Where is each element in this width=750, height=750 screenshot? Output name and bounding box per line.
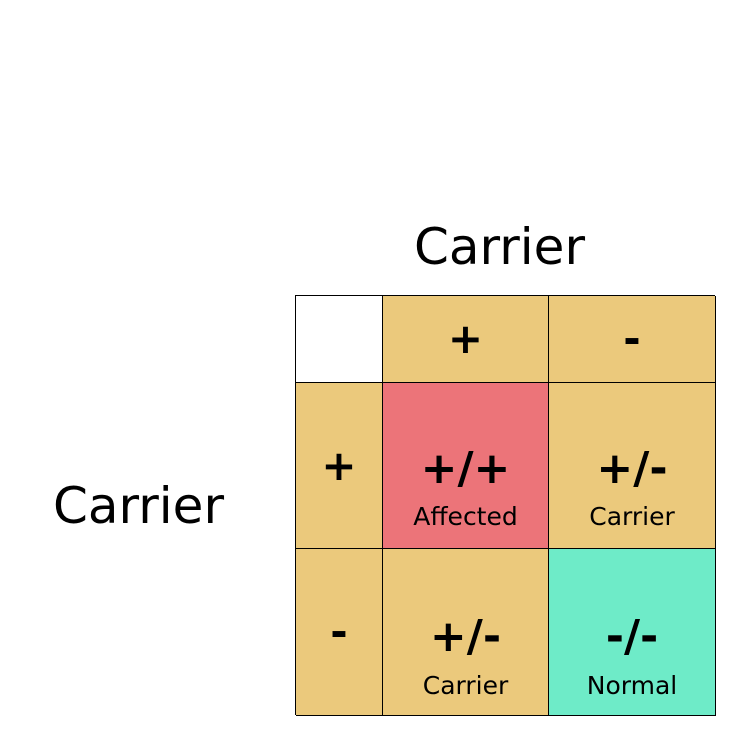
offspring-cell-carrier: +/- Carrier (549, 383, 716, 549)
top-parent-label: Carrier (414, 218, 585, 276)
punnett-square: + - + +/+ Affected +/- Carrier - +/- Car… (295, 295, 716, 716)
offspring-cell-affected: +/+ Affected (383, 383, 549, 549)
genotype-label: +/- (596, 443, 668, 494)
corner-cell (296, 296, 383, 383)
column-allele-minus: - (549, 296, 716, 383)
genotype-label: +/+ (420, 443, 511, 494)
genotype-label: +/- (429, 611, 502, 662)
phenotype-label: Carrier (589, 502, 675, 531)
phenotype-label: Carrier (422, 671, 509, 700)
genotype-label: -/- (605, 611, 659, 662)
left-parent-label: Carrier (53, 477, 224, 535)
row-allele-minus: - (296, 549, 383, 716)
column-allele-plus: + (383, 296, 549, 383)
row-allele-label: - (330, 607, 348, 656)
column-allele-label: + (447, 314, 484, 363)
phenotype-label: Normal (586, 671, 678, 700)
row-allele-label: + (321, 440, 357, 490)
phenotype-label: Affected (413, 502, 518, 531)
column-allele-label: - (623, 314, 641, 363)
row-allele-plus: + (296, 383, 383, 549)
offspring-cell-normal: -/- Normal (549, 549, 716, 716)
offspring-cell-carrier: +/- Carrier (383, 549, 549, 716)
